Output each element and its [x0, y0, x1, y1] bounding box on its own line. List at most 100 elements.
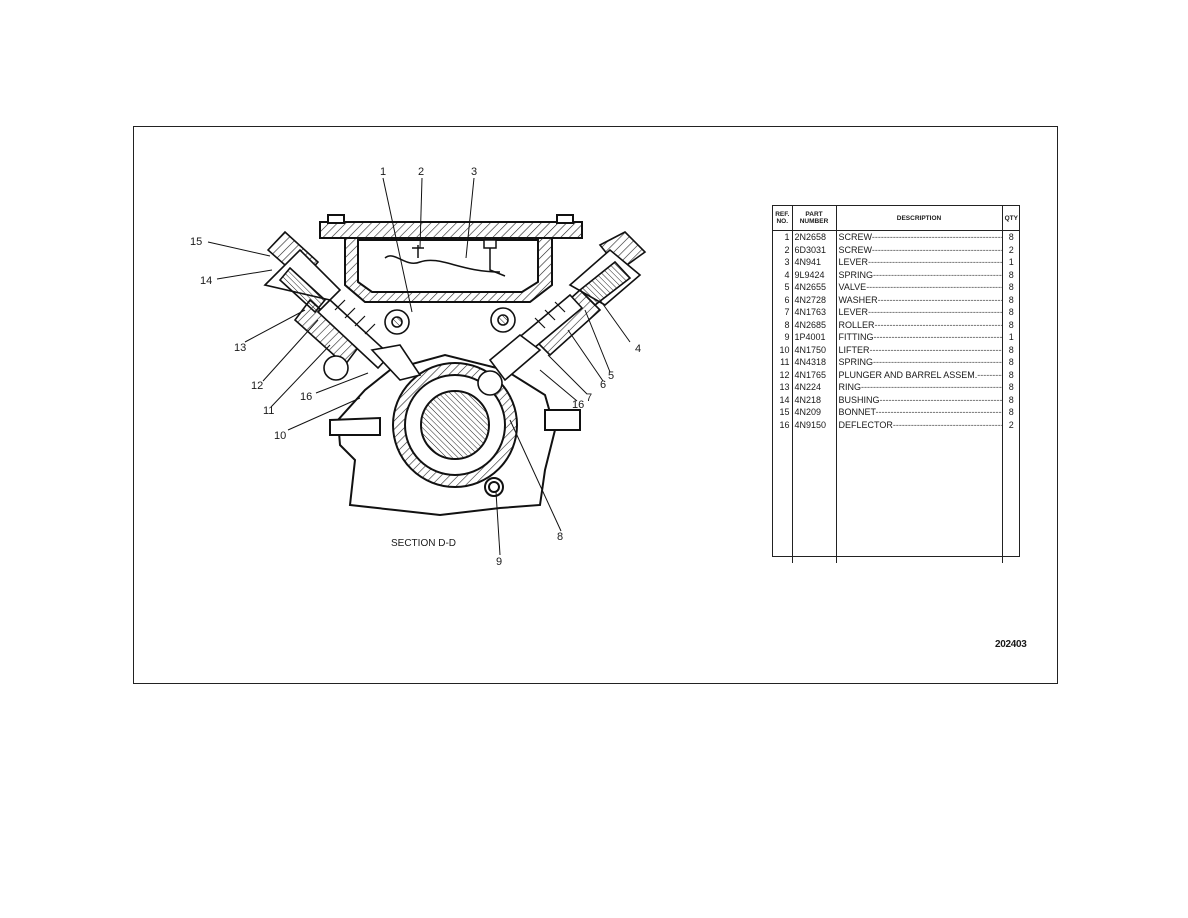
cell-ref: 1 [773, 230, 793, 244]
governor-cover [319, 214, 583, 303]
callout-15: 15 [190, 236, 202, 248]
figure-frame [133, 126, 1058, 684]
leader-lines [207, 177, 631, 556]
cell-qty: 8 [1008, 357, 1014, 367]
cell-ref: 16 [773, 418, 793, 431]
cell-qty: 8 [1008, 232, 1014, 242]
cell-part: 2N2658 [792, 230, 837, 244]
callout-12: 12 [251, 380, 263, 392]
cell-ref: 6 [773, 293, 793, 306]
cell-qty: 8 [1008, 344, 1014, 355]
description-text: WASHER [838, 294, 878, 305]
dot-leader: ----------------------------------------… [871, 244, 1001, 255]
dot-leader: ----------------------------------------… [977, 369, 1002, 380]
description-text: RING [838, 382, 862, 392]
cell-part: 4N9150 [792, 418, 837, 431]
cell-part: 4N1765 [792, 368, 837, 381]
cell-part: 4N2655 [792, 281, 837, 294]
empty-cell [773, 431, 793, 563]
cell-qty: 8 [1008, 382, 1014, 392]
cell-part: 4N4318 [792, 356, 837, 369]
cell-part: 1P4001 [792, 331, 837, 344]
cell-part: 4N1750 [792, 343, 837, 356]
dot-leader: ----------------------------------------… [892, 419, 1001, 430]
header-qty: QTY [1002, 206, 1020, 231]
cell-desc: BONNET----------------------------------… [836, 406, 1003, 419]
description-text: LEVER [838, 257, 869, 267]
cell-desc: DEFLECTOR-------------------------------… [836, 418, 1003, 431]
dot-leader: ----------------------------------------… [879, 394, 1001, 405]
cell-desc: LEVER-----------------------------------… [836, 306, 1003, 319]
callout-9: 9 [496, 556, 502, 568]
cell-ref: 12 [773, 368, 793, 381]
description-text: SCREW [838, 244, 872, 255]
cell-qty: 1 [1008, 332, 1014, 342]
cell-part: 4N1763 [792, 306, 837, 319]
cell-ref: 10 [773, 343, 793, 356]
description-text: SPRING [838, 357, 874, 367]
callout-10: 10 [274, 430, 286, 442]
cell-desc: SCREW-----------------------------------… [836, 230, 1003, 244]
callout-14: 14 [200, 275, 212, 287]
cell-ref: 14 [773, 393, 793, 406]
callout-16-left: 16 [300, 391, 312, 403]
cell-part: 4N224 [792, 381, 837, 394]
header-ref: REF. NO. [773, 206, 793, 231]
description-text: SCREW [838, 232, 872, 242]
description-text: PLUNGER AND BARREL ASSEM. [838, 369, 978, 380]
callout-3: 3 [471, 166, 477, 178]
cell-desc: BUSHING---------------------------------… [836, 393, 1003, 406]
table-header-row: REF. NO. PART NUMBER DESCRIPTION QTY [773, 206, 1020, 231]
callout-11: 11 [263, 405, 274, 417]
cell-qty: 8 [1008, 294, 1014, 305]
callout-1: 1 [380, 166, 386, 178]
table-empty-space [773, 431, 1020, 563]
dot-leader: ----------------------------------------… [868, 307, 1002, 317]
cell-desc: VALVE-----------------------------------… [836, 281, 1003, 294]
cell-desc: LIFTER----------------------------------… [836, 343, 1003, 356]
cell-ref: 8 [773, 318, 793, 331]
cell-ref: 3 [773, 256, 793, 269]
callout-13: 13 [234, 342, 246, 354]
cell-part: 4N218 [792, 393, 837, 406]
callout-6: 6 [600, 379, 606, 391]
dot-leader: ----------------------------------------… [871, 232, 1001, 242]
cell-part: 6D3031 [792, 243, 837, 256]
cell-desc: SPRING----------------------------------… [836, 356, 1003, 369]
header-desc: DESCRIPTION [836, 206, 1003, 231]
cell-qty: 8 [1008, 407, 1014, 417]
figure-number: 202403 [995, 639, 1027, 650]
cell-qty: 8 [1008, 369, 1014, 380]
cell-part: 4N2728 [792, 293, 837, 306]
cell-ref: 11 [773, 356, 793, 369]
cell-desc: SCREW-----------------------------------… [836, 243, 1003, 256]
dot-leader: ----------------------------------------… [874, 319, 1001, 330]
cell-ref: 5 [773, 281, 793, 294]
cell-qty: 1 [1008, 257, 1014, 267]
callout-16-right: 16 [572, 399, 584, 411]
cell-desc: SPRING----------------------------------… [836, 268, 1003, 281]
cell-qty: 8 [1008, 307, 1014, 317]
cell-qty: 2 [1008, 244, 1014, 255]
description-text: ROLLER [838, 319, 875, 330]
dot-leader: ----------------------------------------… [877, 294, 1002, 305]
description-text: BONNET [838, 407, 876, 417]
callout-7: 7 [586, 392, 592, 404]
description-text: VALVE [838, 282, 867, 292]
cell-part: 4N2685 [792, 318, 837, 331]
cell-ref: 13 [773, 381, 793, 394]
